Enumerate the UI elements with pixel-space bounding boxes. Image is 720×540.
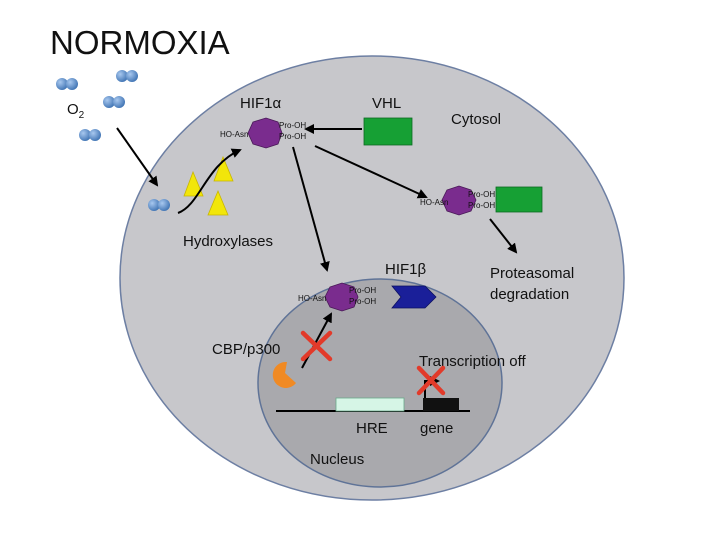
complex-vhl	[495, 186, 543, 213]
complex-hydroxy-label: HO-Asn	[420, 198, 448, 207]
cbp-protein	[272, 361, 296, 388]
hydroxylases-label: Hydroxylases	[183, 233, 273, 250]
hif1b-label: HIF1β	[385, 261, 427, 278]
cytosol-label: Cytosol	[451, 111, 501, 128]
hif1a-pro-label: Pro-OH	[279, 132, 306, 141]
hydroxylation-arrow	[177, 148, 242, 214]
oxygen-molecule	[116, 70, 138, 82]
nucleus-label: Nucleus	[310, 451, 364, 468]
complex-pro-label: Pro-OH	[468, 201, 495, 210]
gene-label: gene	[420, 420, 453, 437]
complex-pro-label: Pro-OH	[468, 190, 495, 199]
degradation-label: Proteasomal	[490, 265, 574, 282]
cbp-binding-arrow	[301, 312, 332, 369]
blocked-cross-icon	[300, 330, 333, 362]
hydroxylase-triangle	[207, 189, 229, 216]
oxygen-molecule	[148, 199, 170, 211]
nuclear-hydroxy-label: HO-Asn	[298, 294, 326, 303]
hif1a-pro-label: Pro-OH	[279, 121, 306, 130]
hif1a-vhl-complex: HO-Asn Pro-OH Pro-OH	[420, 185, 543, 216]
complex-arrow	[314, 145, 428, 199]
hif1b-protein	[391, 285, 437, 309]
hif1a-protein: HO-Asn Pro-OH Pro-OH	[220, 117, 306, 149]
hydroxylase-triangle	[183, 170, 204, 197]
hif1a-hydroxy-label: HO-Asn	[220, 130, 248, 139]
transcription-blocked-icon	[416, 365, 446, 396]
oxygen-arrow	[116, 127, 159, 187]
degradation-arrow	[489, 218, 518, 254]
hif1a-label: HIF1α	[240, 95, 282, 112]
gene-element	[423, 398, 459, 411]
oxygen-label: O2	[67, 101, 85, 121]
vhl-label: VHL	[372, 95, 401, 112]
nuclear-pro-label: Pro-OH	[349, 297, 376, 306]
oxygen-molecule	[79, 129, 101, 141]
degradation-label: degradation	[490, 286, 569, 303]
hre-label: HRE	[356, 420, 388, 437]
vhl-protein	[363, 117, 413, 146]
nuclear-translocation-arrow	[292, 146, 330, 272]
oxygen-molecule	[56, 78, 78, 90]
transcription-label: Transcription off	[419, 353, 527, 370]
nucleus	[257, 278, 503, 488]
hydroxylase-triangle	[213, 155, 234, 182]
page-title: NORMOXIA	[50, 24, 230, 61]
hre-element	[335, 397, 405, 412]
cbp-label: CBP/p300	[212, 341, 280, 358]
nuclear-pro-label: Pro-OH	[349, 286, 376, 295]
nuclear-hif1a: HO-Asn Pro-OH Pro-OH	[298, 282, 376, 312]
oxygen-molecule	[103, 96, 125, 108]
